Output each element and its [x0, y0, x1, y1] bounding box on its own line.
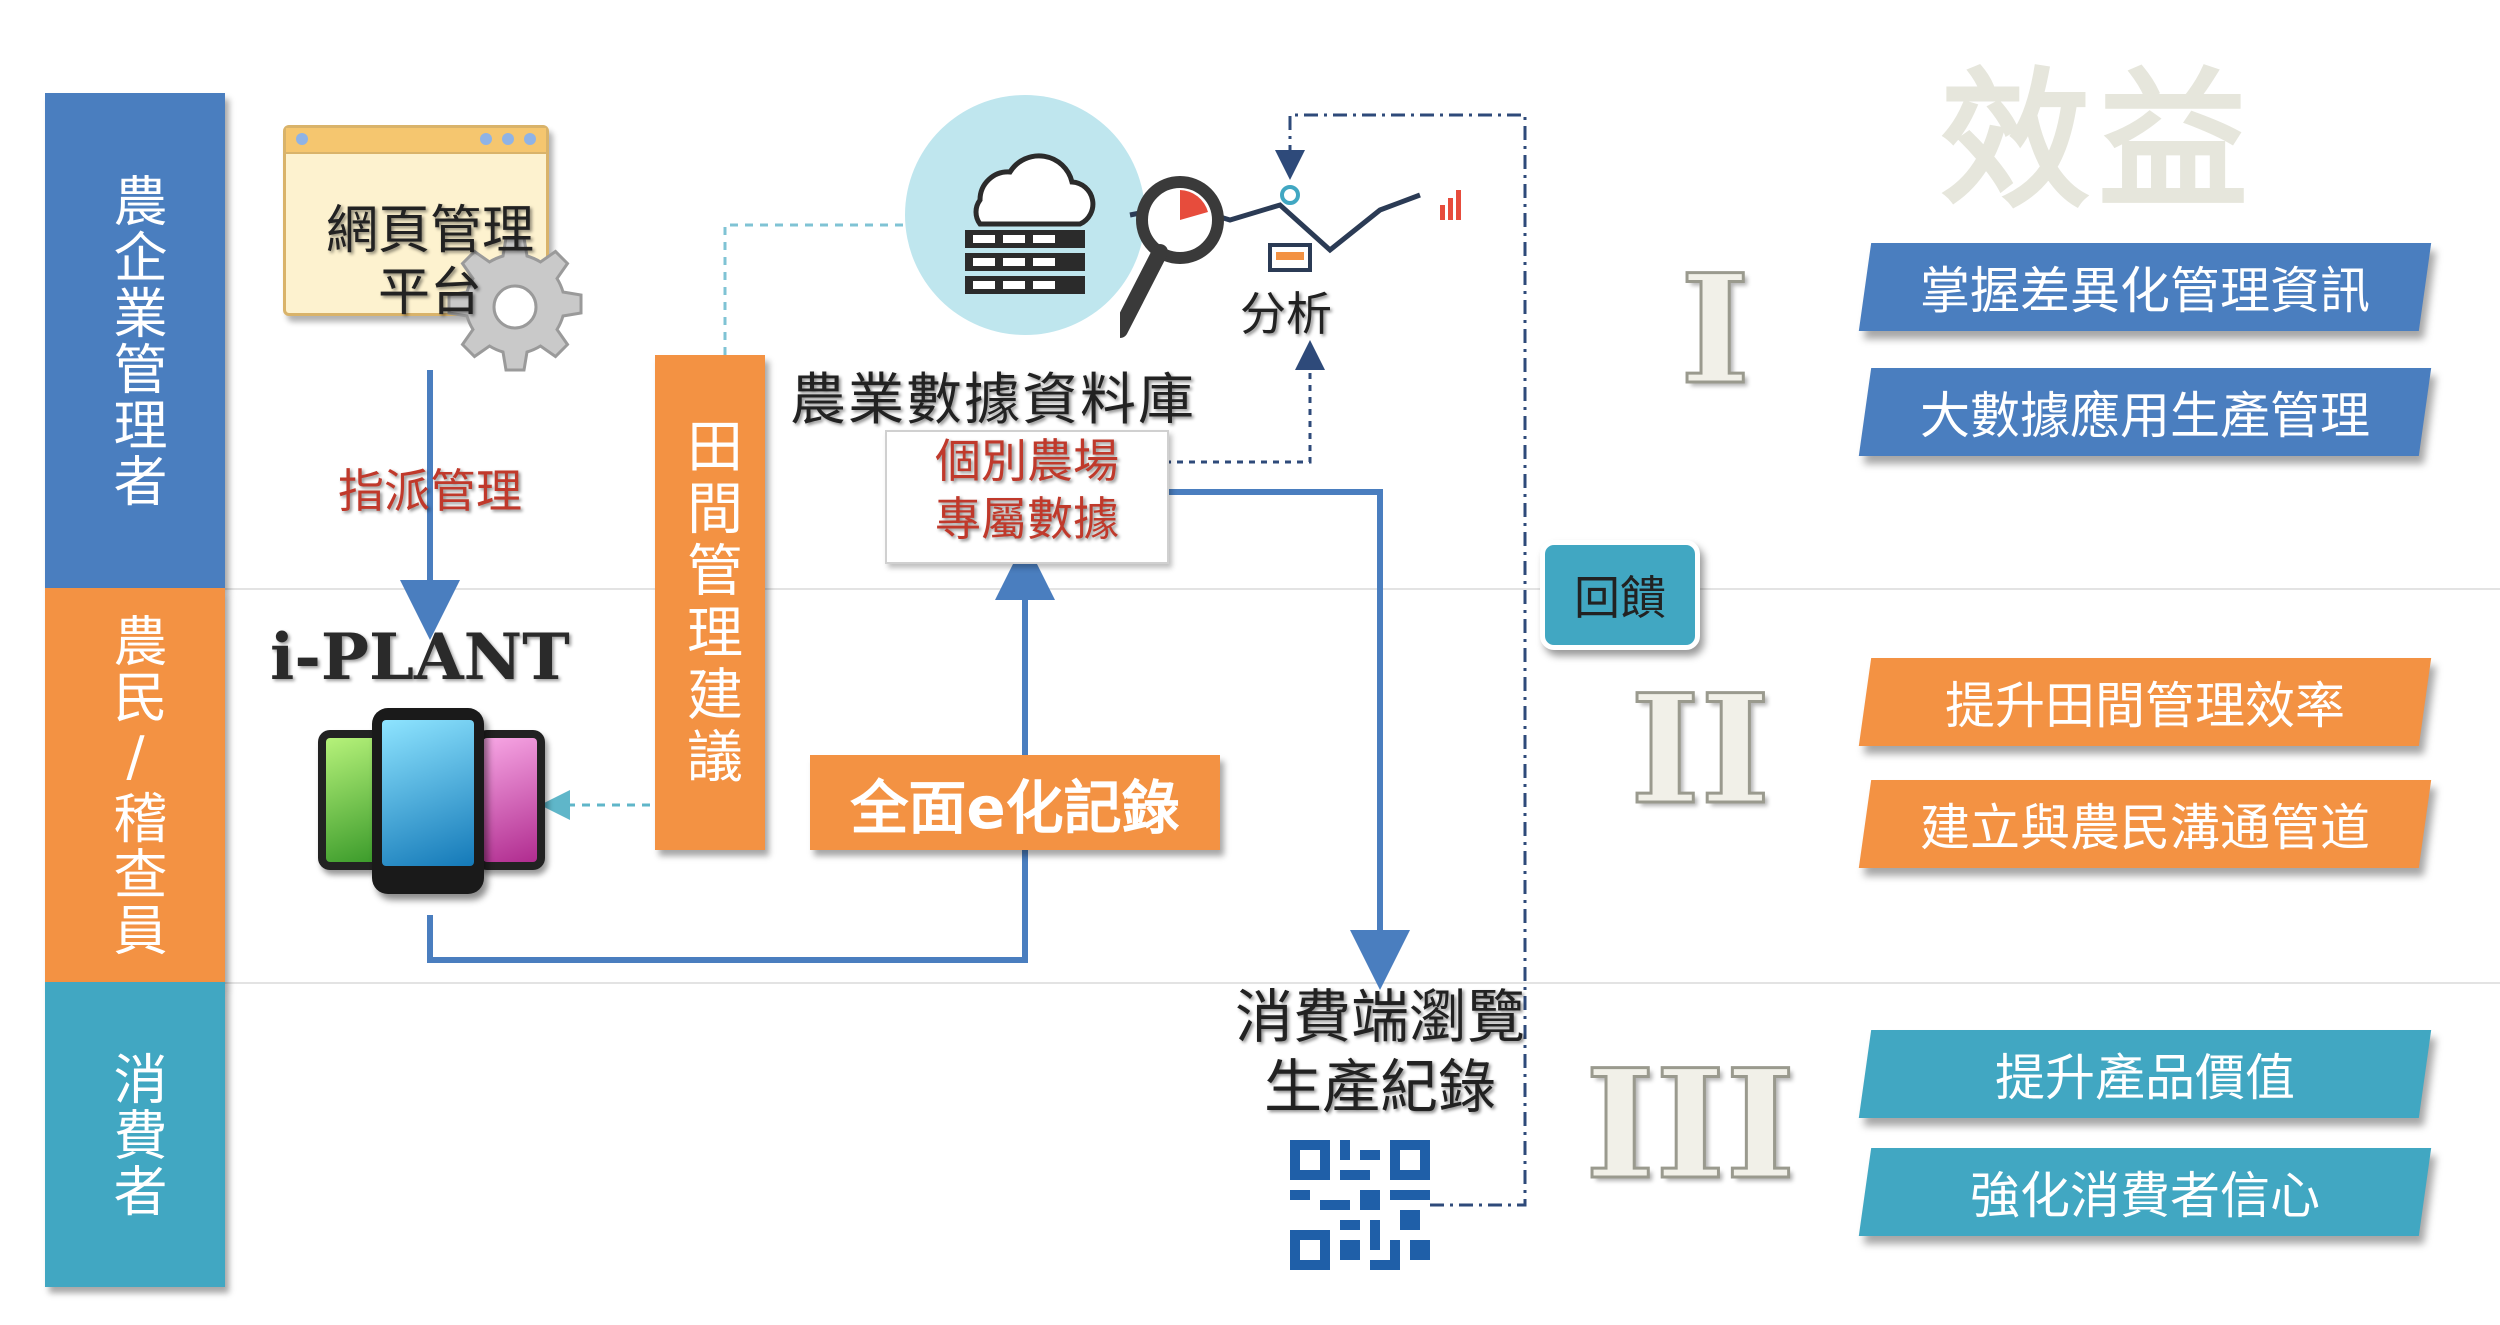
- benefit-text-5: 提升產品價值: [1995, 1049, 2295, 1107]
- consumer-arrow: [1165, 489, 1410, 990]
- advice-dotted-line: [723, 223, 920, 355]
- lane-label-manager: 農企業管理者: [104, 172, 167, 509]
- phone-icon-pink: [475, 730, 545, 870]
- assign-label: 指派管理: [338, 464, 522, 518]
- web-platform-line1: 網頁管理: [325, 201, 534, 261]
- benefit-text-6: 強化消費者信心: [1970, 1167, 2320, 1225]
- field-advice-label: 田間管理建議: [677, 416, 743, 789]
- roman-numeral-3: III: [1584, 1037, 1797, 1213]
- lane-label-consumer: 消費者: [104, 1050, 167, 1219]
- farm-data-line1: 個別農場: [935, 434, 1119, 488]
- benefit-banner-2: 大數據應用生產管理: [1858, 368, 2432, 456]
- cloud-server-icon: [965, 153, 1096, 294]
- benefit-banner-3: 提升田間管理效率: [1858, 658, 2432, 746]
- benefit-banner-6: 強化消費者信心: [1858, 1148, 2432, 1236]
- benefit-text-3: 提升田間管理效率: [1945, 677, 2345, 735]
- benefit-title: 效益: [1940, 55, 2257, 229]
- consumer-browse-line1: 消費端瀏覽: [1234, 983, 1525, 1051]
- e-record-box: 全面e化記錄: [810, 755, 1220, 850]
- consumer-browse-label: 消費端瀏覽 生產紀錄: [1215, 982, 1545, 1122]
- farm-data-box: 個別農場 專屬數據: [885, 430, 1169, 564]
- lane-header-manager: 農企業管理者: [45, 93, 225, 588]
- analysis-arrow: [1165, 340, 1325, 464]
- field-advice-box: 田間管理建議: [655, 355, 765, 850]
- lane-label-farmer: 農民/稽查員: [104, 613, 167, 958]
- lane-separator: [225, 588, 2500, 590]
- database-label: 農業數據資料庫: [790, 368, 1196, 433]
- roman-numeral-1: I: [1678, 242, 1751, 418]
- feedback-label: 回饋: [1574, 571, 1666, 625]
- web-platform-label: 網頁管理 平台: [280, 200, 580, 324]
- feedback-badge: 回饋: [1540, 540, 1700, 650]
- benefit-banner-5: 提升產品價值: [1858, 1030, 2432, 1118]
- analysis-label: 分析: [1240, 287, 1332, 341]
- farm-data-line2: 專屬數據: [935, 492, 1119, 546]
- analytics-magnifier-icon: [1120, 176, 1461, 338]
- e-record-label: 全面e化記錄: [850, 773, 1180, 842]
- benefit-banner-4: 建立與農民溝通管道: [1858, 780, 2432, 868]
- lane-header-farmer: 農民/稽查員: [45, 588, 225, 983]
- phone-icon-blue: [372, 708, 484, 894]
- consumer-browse-line2: 生產紀錄: [1263, 1053, 1496, 1121]
- benefit-text-4: 建立與農民溝通管道: [1920, 799, 2370, 857]
- iplant-label: i-PLANT: [270, 620, 570, 695]
- browser-title-bar: [286, 128, 546, 154]
- qr-code-icon: [1290, 1140, 1430, 1270]
- benefit-banner-1: 掌握差異化管理資訊: [1858, 243, 2432, 331]
- benefit-text-2: 大數據應用生產管理: [1920, 387, 2370, 445]
- roman-numeral-2: II: [1628, 662, 1771, 838]
- feedback-loop: [1275, 113, 1527, 1207]
- gear-icon: [447, 236, 583, 372]
- lane-header-consumer: 消費者: [45, 982, 225, 1287]
- benefit-text-1: 掌握差異化管理資訊: [1920, 262, 2370, 320]
- web-platform-line2: 平台: [377, 263, 482, 323]
